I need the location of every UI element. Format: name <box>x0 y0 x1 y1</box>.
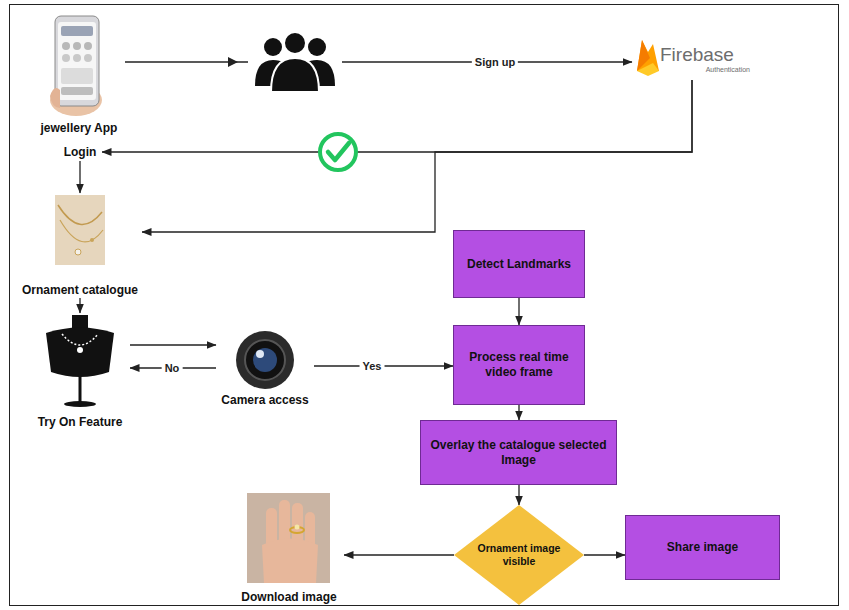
people-icon <box>228 24 342 96</box>
node-text: Process real time video frame <box>462 350 576 380</box>
node-text: Detect Landmarks <box>467 257 571 272</box>
edge-label: Yes <box>360 360 385 372</box>
node-text: Try On Feature <box>38 415 123 430</box>
node-text: Ornament image visible <box>474 542 564 568</box>
flow-arrow <box>518 485 519 505</box>
process-box: Share image <box>625 515 780 580</box>
node-text: Overlay the catalogue selected Image <box>429 438 608 468</box>
process-box: Process real time video frame <box>453 325 585 405</box>
flow-arrow <box>518 405 519 420</box>
step-text: Login <box>58 143 102 161</box>
process-box: Overlay the catalogue selected Image <box>420 420 617 485</box>
flow-arrow <box>130 344 216 345</box>
node-text: Ornament catalogue <box>22 283 138 298</box>
mannequin-picture <box>46 315 114 407</box>
check-icon <box>320 134 356 170</box>
diamond-shape <box>454 505 584 605</box>
node-text: jewellery App <box>41 121 118 136</box>
phone-picture <box>50 16 102 116</box>
node-text: Firebase <box>660 44 734 66</box>
flow-arrow <box>79 161 80 193</box>
flow-arrow <box>79 298 80 313</box>
process-box: Detect Landmarks <box>453 230 585 298</box>
node-text: Camera access <box>221 393 308 408</box>
picture-node: Camera access <box>216 328 314 408</box>
catalogue-picture <box>55 195 105 265</box>
flow-arrow <box>518 298 519 325</box>
node-text: Login <box>64 145 97 159</box>
node-text: Share image <box>667 540 738 555</box>
picture-node: Try On Feature <box>30 313 130 430</box>
camera-picture <box>236 331 294 389</box>
edge-label: Sign up <box>472 56 518 68</box>
flow-arrow <box>125 61 632 62</box>
decision-diamond: Ornament image visible <box>454 505 584 605</box>
flow-arrow <box>102 80 692 152</box>
edge-label: No <box>162 362 183 374</box>
firebase-logo <box>637 40 659 76</box>
hand-photo <box>247 493 330 583</box>
picture-node: Download image <box>234 492 344 605</box>
flow-arrow <box>142 80 692 232</box>
node-subtext: Authentication <box>706 66 750 73</box>
auth-service-node: FirebaseAuthentication <box>632 36 760 80</box>
flow-arrow <box>584 554 625 555</box>
picture-node: Ornament catalogue <box>18 193 142 298</box>
node-text: Download image <box>241 590 336 605</box>
app-picture-node: jewellery App <box>33 12 125 136</box>
flow-arrow <box>344 554 454 555</box>
